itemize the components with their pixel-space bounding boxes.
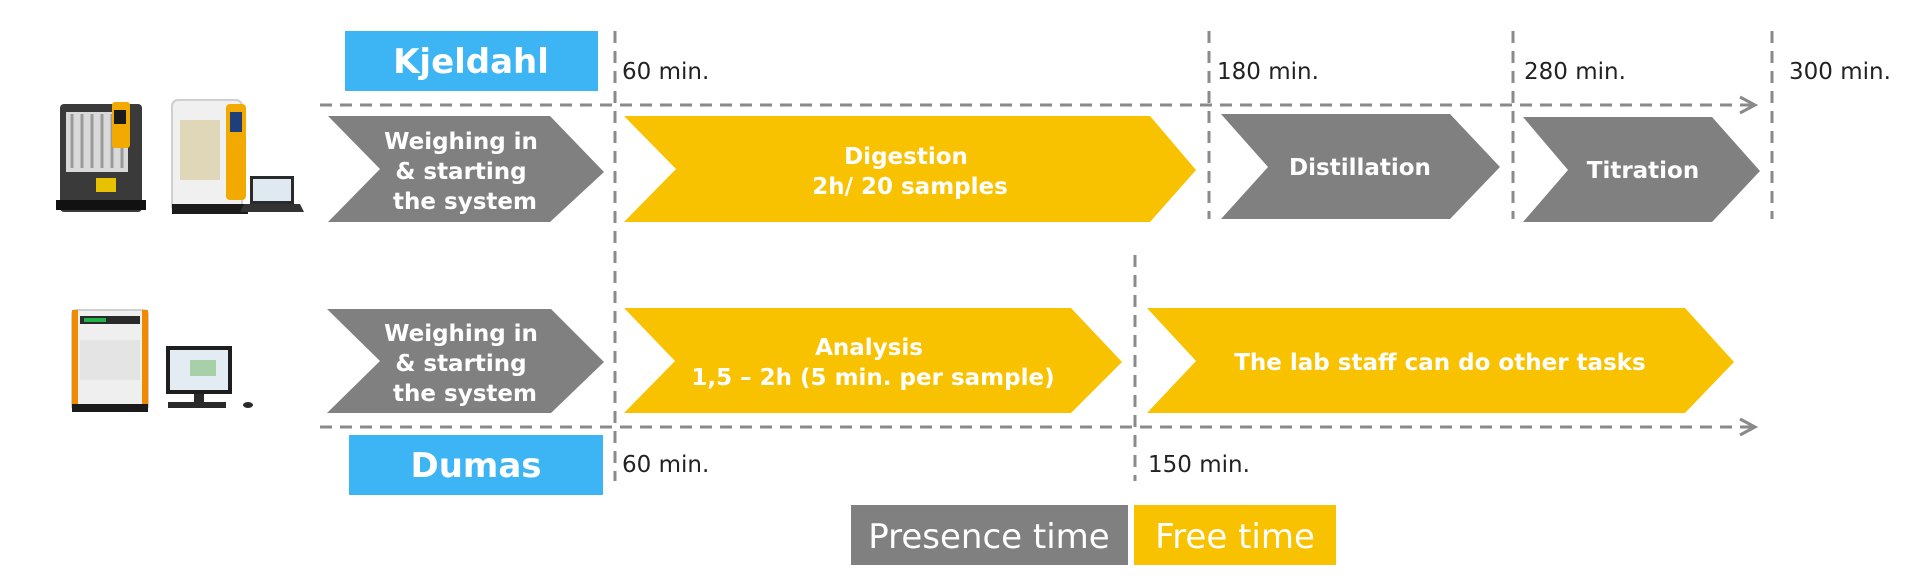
kjeldahl-weighing-line-3: the system (393, 189, 537, 215)
kjeldahl-titration-label: Titration (1587, 158, 1699, 184)
kjeldahl-step-digestion: Digestion 2h/ 20 samples (624, 116, 1196, 222)
dumas-ticks: 60 min. 150 min. (622, 452, 1250, 478)
dumas-tick-60: 60 min. (622, 452, 709, 478)
kjeldahl-distillation-label: Distillation (1289, 155, 1431, 181)
dumas-weighing-line-2: & starting (395, 351, 526, 377)
distillation-unit-icon (171, 99, 248, 214)
kjeldahl-step-distillation: Distillation (1221, 114, 1500, 219)
kjeldahl-step-titration: Titration (1523, 117, 1760, 222)
legend: Presence time Free time (851, 505, 1336, 565)
dumas-step-analysis: Analysis 1,5 – 2h (5 min. per sample) (624, 308, 1122, 413)
svg-text:Digestion 2h/ 20 samples: Digestion 2h/ 20 samples (812, 144, 1008, 200)
legend-presence-label: Presence time (868, 517, 1109, 557)
kjeldahl-ticks: 60 min. 180 min. 280 min. 300 min. (622, 59, 1891, 85)
dumas-analyzer-icon (71, 309, 149, 412)
desktop-computer-icon (166, 346, 253, 408)
svg-text:Weighing in & starting: Weighing in & starting the system (384, 321, 546, 407)
svg-text:Weighing in & starting: Weighing in & starting the system (384, 129, 546, 215)
kjeldahl-digestion-line-2: 2h/ 20 samples (812, 174, 1008, 200)
kjeldahl-timeline (320, 95, 1759, 115)
time-markers (613, 31, 1774, 481)
dumas-analysis-line-2: 1,5 – 2h (5 min. per sample) (691, 365, 1054, 391)
digestion-unit-icon (56, 102, 146, 212)
kjeldahl-weighing-line-1: Weighing in (384, 129, 538, 155)
dumas-step-other-tasks: The lab staff can do other tasks (1147, 308, 1734, 413)
dumas-badge: Dumas (349, 435, 603, 495)
kjeldahl-step-weighing: Weighing in & starting the system (328, 116, 604, 222)
kjeldahl-badge: Kjeldahl (345, 31, 598, 91)
kjeldahl-tick-60: 60 min. (622, 59, 709, 85)
dumas-weighing-line-3: the system (393, 381, 537, 407)
kjeldahl-label: Kjeldahl (393, 42, 549, 82)
kjeldahl-tick-180: 180 min. (1217, 59, 1319, 85)
kjeldahl-tick-300: 300 min. (1789, 59, 1891, 85)
dumas-other-tasks-label: The lab staff can do other tasks (1234, 350, 1646, 376)
dumas-step-weighing: Weighing in & starting the system (327, 309, 604, 413)
dumas-label: Dumas (410, 446, 541, 486)
legend-free: Free time (1134, 505, 1336, 565)
dumas-analysis-line-1: Analysis (815, 335, 923, 361)
dumas-timeline (320, 417, 1759, 437)
svg-text:Analysis 1,5 – 2h (5 min: Analysis 1,5 – 2h (5 min. per sample) (691, 335, 1054, 391)
legend-free-label: Free time (1155, 517, 1315, 557)
dumas-weighing-line-1: Weighing in (384, 321, 538, 347)
kjeldahl-digestion-line-1: Digestion (844, 144, 968, 170)
legend-presence: Presence time (851, 505, 1128, 565)
dumas-tick-150: 150 min. (1148, 452, 1250, 478)
laptop-icon (240, 176, 304, 212)
kjeldahl-weighing-line-2: & starting (395, 159, 526, 185)
kjeldahl-tick-280: 280 min. (1524, 59, 1626, 85)
